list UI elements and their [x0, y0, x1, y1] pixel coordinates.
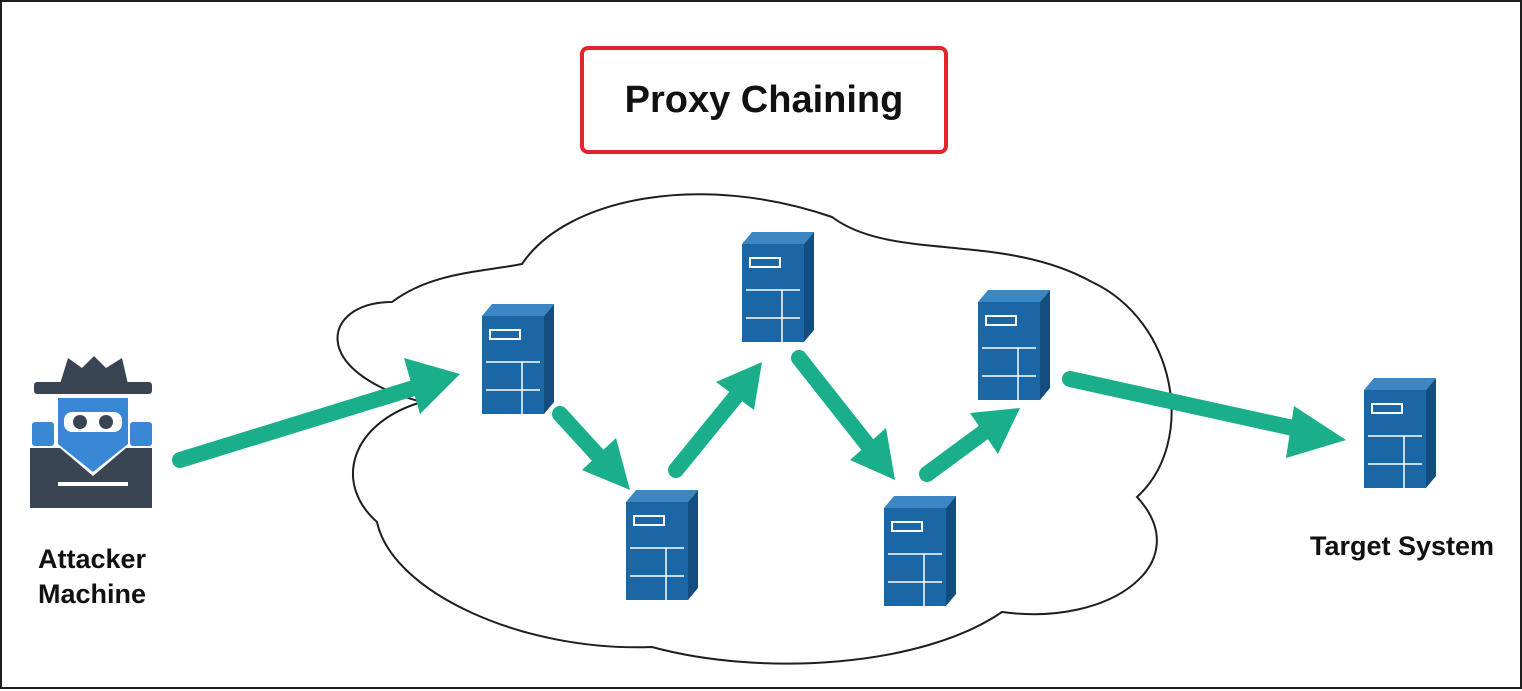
spy-hacker-icon: [30, 356, 152, 508]
diagram-title: Proxy Chaining: [580, 46, 948, 154]
attacker-label-line2: Machine: [37, 579, 147, 610]
arrow-proxy-5-to-target: [1062, 371, 1346, 458]
proxy-server-1-icon: [481, 303, 555, 415]
diagram-title-text: Proxy Chaining: [624, 78, 904, 121]
proxy-server-2-icon: [625, 489, 699, 601]
arrow-attacker-to-proxy-1: [172, 358, 460, 468]
arrow-proxy-2-to-proxy-3: [668, 362, 762, 478]
proxy-server-3-icon: [741, 231, 815, 343]
arrow-proxy-4-to-proxy-5: [919, 408, 1020, 482]
proxy-server-5-icon: [977, 289, 1051, 401]
arrow-proxy-3-to-proxy-4: [791, 350, 895, 480]
arrow-proxy-1-to-proxy-2: [552, 406, 630, 490]
target-system-label: Target System: [1309, 531, 1495, 561]
attacker-machine-label: Attacker Machine: [22, 542, 162, 612]
target-server-icon: [1363, 377, 1437, 489]
chain-arrows: [172, 350, 1346, 490]
proxy-server-4-icon: [883, 495, 957, 607]
attacker-label-line1: Attacker: [37, 544, 147, 574]
